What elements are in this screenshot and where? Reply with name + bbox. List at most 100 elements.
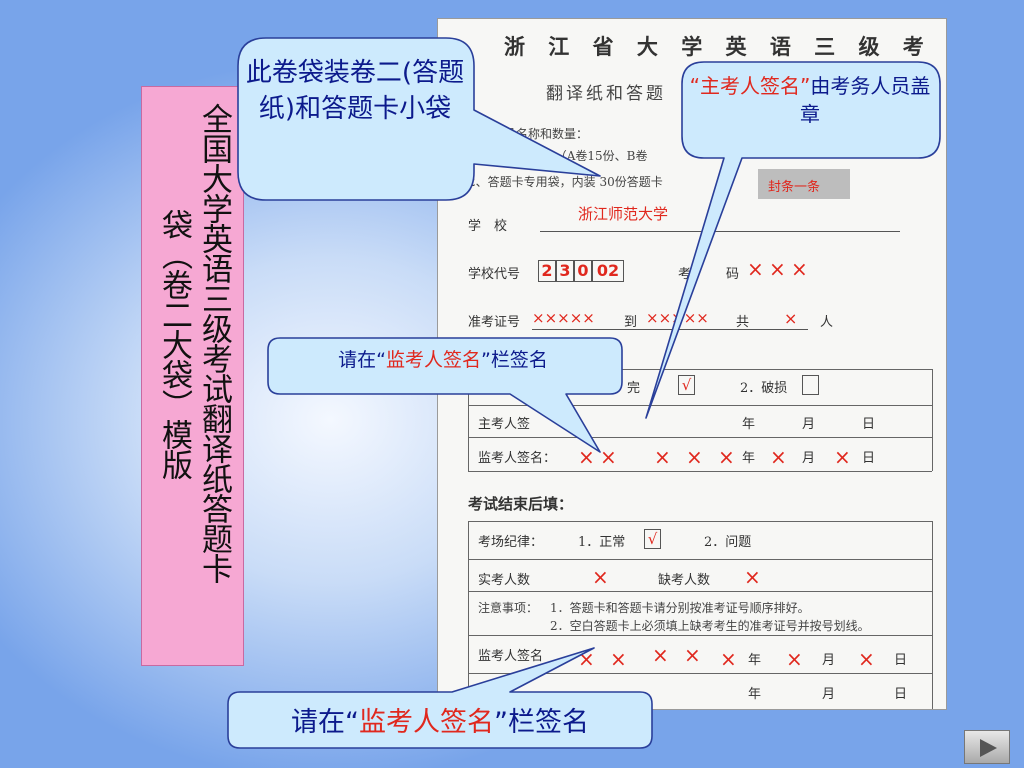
school-code-digit-3: 0 — [574, 260, 592, 282]
table2-row2 — [468, 591, 932, 592]
proctor2-day: 日 — [894, 653, 908, 668]
slide-title-box: 全国大学英语三级考试翻译纸答题卡 袋（卷二大袋）模版 — [141, 86, 244, 666]
school-code-digit-2: 3 — [556, 260, 574, 282]
play-triangle-icon — [980, 739, 997, 757]
callout-2-bubble — [645, 61, 941, 419]
chief-sign-label: 主考人签 — [478, 417, 531, 432]
slide-title-line2: 袋（卷二大袋）模版 — [156, 209, 192, 479]
seal-note: 封条一条 — [768, 180, 821, 195]
callout-3-highlight: 监考人签名 — [385, 349, 481, 371]
proctor2-month: 月 — [822, 653, 836, 668]
callout-4-text: 请在“监考人签名”栏签名 — [232, 702, 648, 744]
school-code-digit-1: 2 — [538, 260, 556, 282]
callout-2-quote-open: “ — [689, 74, 700, 98]
discipline-normal: 1．正常 — [578, 535, 626, 550]
actual-cross: × — [592, 565, 609, 589]
school-underline — [540, 231, 900, 232]
table1-bottom — [468, 471, 932, 472]
table2-row3 — [468, 635, 932, 636]
proctor-cross-2: × — [600, 445, 617, 469]
slide-title-line1: 全国大学英语三级考试翻译纸答题卡 — [196, 103, 232, 583]
absent-label: 缺考人数 — [658, 573, 711, 588]
proctor2-cross-5: × — [720, 647, 737, 671]
callout-3-post: ”栏签名 — [481, 349, 548, 371]
exam-room-cross-1: × — [747, 257, 764, 281]
proctor-cross-7: × — [834, 445, 851, 469]
proctor2-cross-3: × — [652, 643, 669, 667]
callout-1-bubble — [237, 37, 601, 201]
row5-month: 月 — [822, 687, 836, 702]
actual-label: 实考人数 — [478, 573, 531, 588]
callout-3-pre: 请在“ — [338, 349, 386, 371]
proctor-month: 月 — [802, 451, 816, 466]
table1-top — [468, 369, 932, 370]
callout-4-pre: 请在“ — [291, 707, 359, 738]
callout-4-post: ”栏签名 — [494, 707, 589, 738]
id-from: ××××× — [532, 309, 595, 327]
notes-label: 注意事项： — [478, 601, 539, 615]
row5-day: 日 — [894, 687, 908, 702]
table1-right — [932, 369, 933, 471]
total-value: × — [784, 309, 798, 328]
table2-right — [932, 521, 933, 709]
status-complete-box: √ — [678, 375, 695, 395]
note-2: 2．空白答题卡上必须填上缺考考生的准考证号并按号划线。 — [550, 619, 870, 633]
absent-cross: × — [744, 565, 761, 589]
table2-row4 — [468, 673, 932, 674]
school-value: 浙江师范大学 — [578, 205, 669, 223]
table1-row2 — [468, 437, 932, 438]
school-label: 学 校 — [468, 219, 508, 234]
proctor2-year: 年 — [748, 653, 762, 668]
proctor-cross-3: × — [654, 445, 671, 469]
proctor-cross-4: × — [686, 445, 703, 469]
proctor2-cross-4: × — [684, 643, 701, 667]
proctor-day: 日 — [862, 451, 876, 466]
discipline-problem: 2．问题 — [704, 535, 752, 550]
callout-2-quote-close: ” — [800, 74, 811, 98]
proctor-cross-5: × — [718, 445, 735, 469]
total-unit: 人 — [820, 315, 834, 330]
school-code-digit-4: 02 — [592, 260, 624, 282]
status-damaged-box — [802, 375, 819, 395]
proctor-cross-6: × — [770, 445, 787, 469]
after-exam-label: 考试结束后填： — [468, 495, 574, 513]
proctor2-cross-2: × — [610, 647, 627, 671]
callout-2-highlight: 主考人签名 — [700, 74, 800, 98]
callout-4-bubble — [227, 647, 653, 749]
seal-band — [758, 169, 850, 199]
table1-row1 — [468, 405, 932, 406]
row5-year: 年 — [748, 687, 762, 702]
id-label: 准考证号 — [468, 315, 521, 330]
total-label: 共 — [736, 315, 750, 330]
exam-room-cross-3: × — [791, 257, 808, 281]
status-damaged: 2．破损 — [740, 381, 788, 396]
discipline-label: 考场纪律： — [478, 535, 544, 550]
school-code-label: 学校代号 — [468, 267, 521, 282]
callout-2-text: “主考人签名”由考务人员盖章 — [686, 72, 934, 128]
id-to-label: 到 — [624, 315, 638, 330]
note-1: 1．答题卡和答题卡请分别按准考证号顺序排好。 — [550, 601, 810, 615]
proctor-cross-1: × — [578, 445, 595, 469]
table2-row1 — [468, 559, 932, 560]
table2-top — [468, 521, 932, 522]
form-title: 浙 江 省 大 学 英 语 三 级 考 试 — [504, 34, 947, 59]
id-underline — [532, 329, 808, 330]
exam-room-label2: 码 — [726, 267, 740, 282]
exam-room-cross-2: × — [769, 257, 786, 281]
proctor-sign-label-2: 监考人签名 — [478, 649, 544, 664]
chief-day: 日 — [862, 417, 876, 432]
callout-3-text: 请在“监考人签名”栏签名 — [272, 346, 614, 374]
callout-4-highlight: 监考人签名 — [359, 707, 494, 738]
table2-left — [468, 521, 469, 709]
table1-left — [468, 369, 469, 471]
form-subtitle: 翻译纸和答题 — [546, 84, 666, 104]
callout-2-rest: 由考务人员盖章 — [800, 74, 931, 126]
next-slide-button[interactable] — [964, 730, 1010, 764]
contents-item2: 2、答题卡专用袋，内装 30份答题卡 — [468, 175, 663, 189]
chief-year: 年 — [742, 417, 756, 432]
proctor-sign-label: 监考人签名： — [478, 451, 557, 466]
discipline-normal-box: √ — [644, 529, 661, 549]
proctor-year: 年 — [742, 451, 756, 466]
